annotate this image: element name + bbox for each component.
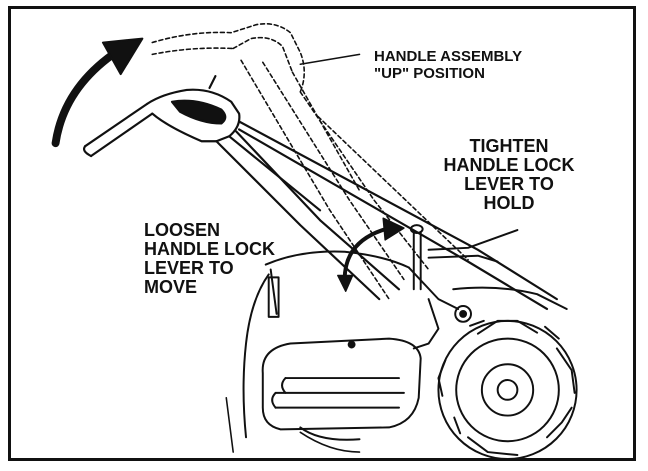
handle-lock-lever — [409, 224, 519, 291]
handle-up-position-outline — [151, 23, 469, 300]
raise-handle-arrow — [51, 37, 144, 148]
loosen-lever-label: LOOSEN HANDLE LOCK LEVER TO MOVE — [144, 220, 275, 297]
side-shield — [261, 337, 422, 441]
handle-up-leader — [299, 53, 361, 66]
handle-assembly — [82, 75, 558, 311]
tiller-body — [242, 250, 568, 439]
diagram-frame: HANDLE ASSEMBLY "UP" POSITION TIGHTEN HA… — [8, 6, 636, 461]
tiller-illustration — [51, 23, 578, 458]
tighten-lever-label: TIGHTEN HANDLE LOCK LEVER TO HOLD — [443, 136, 575, 213]
wheel — [437, 319, 578, 458]
handle-up-position-label: HANDLE ASSEMBLY "UP" POSITION — [374, 48, 523, 82]
lever-rotation-arrow — [337, 217, 405, 292]
